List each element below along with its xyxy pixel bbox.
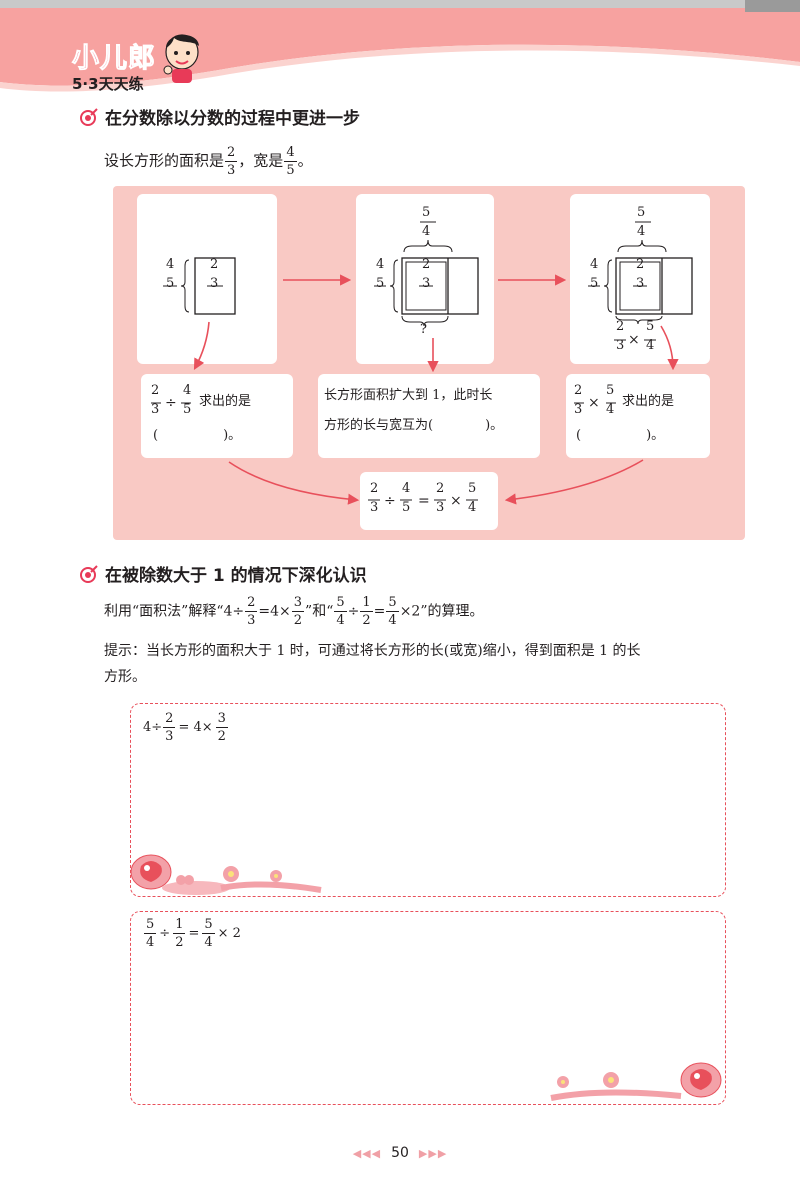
section1-title: 在分数除以分数的过程中更进一步 <box>79 104 360 129</box>
answer-blank[interactable]: ( )。 <box>576 428 665 443</box>
next-arrows-icon: ▶▶▶ <box>418 1147 448 1160</box>
rectangle-diagram-2 <box>374 221 479 327</box>
hint-line-2: 方形。 <box>104 669 146 685</box>
brand-subtitle: 5·3天天练 <box>72 75 144 93</box>
target-icon <box>80 107 98 126</box>
section2-title-text: 在被除数大于 1 的情况下深化认识 <box>105 566 367 586</box>
flower-decoration-icon <box>550 1062 722 1101</box>
answer-blank[interactable]: ( )。 <box>153 428 242 443</box>
section1-title-text: 在分数除以分数的过程中更进一步 <box>105 109 360 129</box>
question-box-middle: 长方形面积扩大到 1，此时长 方形的长与宽互为( )。 <box>318 374 540 458</box>
hint-line-1: 提示：当长方形的面积大于 1 时，可通过将长方形的长(或宽)缩小，得到面积是 1… <box>104 643 641 659</box>
brand-logo: 小儿郎 5·3天天练 <box>72 36 156 94</box>
header-band <box>0 0 800 92</box>
mascot-boy-icon <box>163 34 199 83</box>
page-footer: ◀◀◀ 50 ▶▶▶ <box>0 1145 800 1161</box>
rectangle-diagram-1 <box>163 257 236 315</box>
flow-arrows <box>193 274 679 505</box>
question-mark: ? <box>420 322 427 337</box>
rectangle-diagram-3 <box>588 221 693 341</box>
section2-title: 在被除数大于 1 的情况下深化认识 <box>79 561 367 586</box>
brand-name: 小儿郎 <box>72 43 156 75</box>
prev-arrows-icon: ◀◀◀ <box>352 1147 382 1160</box>
flower-decoration-icon <box>130 854 322 895</box>
page-number: 50 <box>391 1145 409 1161</box>
target-icon <box>80 564 98 583</box>
answer-blank[interactable]: 方形的长与宽互为( )。 <box>324 418 504 433</box>
